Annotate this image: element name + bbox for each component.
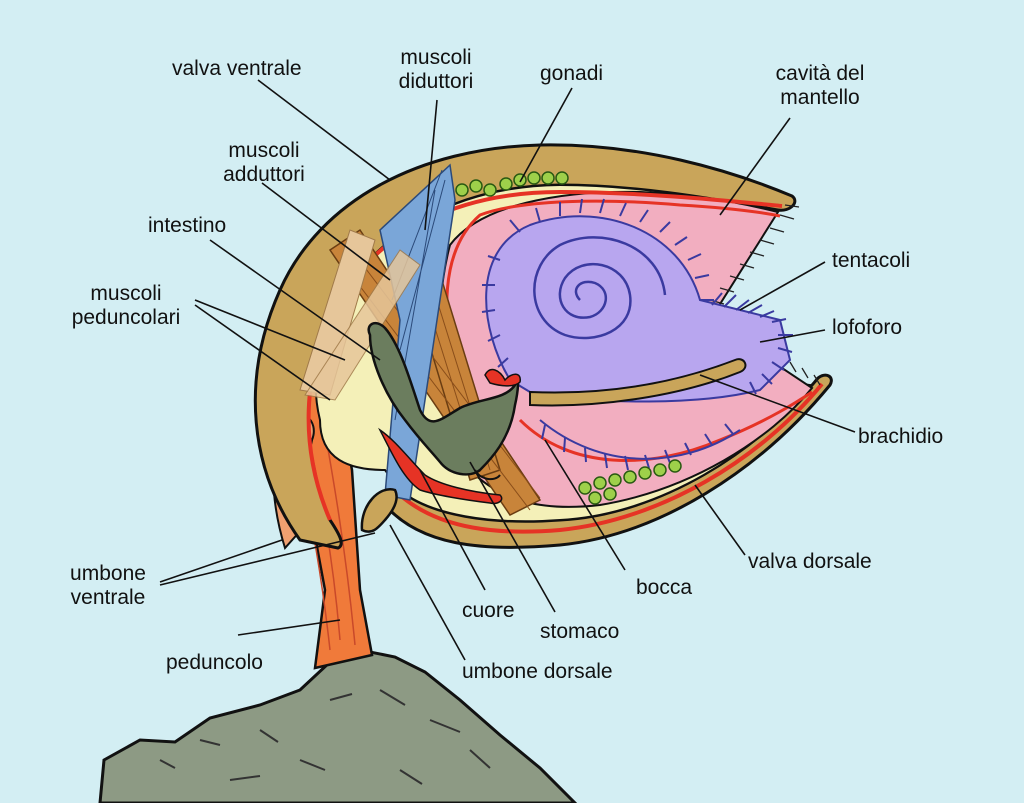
- label-muscoli-diduttori-line2: diduttori: [398, 70, 474, 93]
- label-muscoli-peduncolari-line1: muscoli: [90, 282, 162, 305]
- label-muscoli-diduttori: muscoli diduttori: [392, 46, 480, 94]
- label-valva-ventrale: valva ventrale: [172, 57, 302, 80]
- label-lofoforo: lofoforo: [832, 316, 903, 339]
- label-cuore: cuore: [462, 599, 515, 622]
- label-umbone-dorsale: umbone dorsale: [462, 660, 613, 683]
- dorsal-umbo: [360, 487, 398, 533]
- label-stomaco: stomaco: [540, 620, 620, 643]
- mouth: [484, 368, 521, 387]
- diductor-muscles: [379, 163, 456, 501]
- leader-lines: [159, 79, 856, 661]
- label-umbone-ventrale: umbone ventrale: [62, 562, 154, 610]
- label-brachidio: brachidio: [858, 425, 944, 448]
- brachidium: [529, 358, 747, 407]
- mantle-line-dorsal: [398, 382, 824, 534]
- label-umbone-ventrale-line2: ventrale: [70, 586, 146, 609]
- label-muscoli-adduttori-line2: adduttori: [223, 163, 305, 186]
- label-bocca: bocca: [636, 576, 693, 599]
- mantle-setae: [709, 204, 821, 386]
- label-cavita-mantello-line2: mantello: [780, 86, 860, 109]
- label-cavita-mantello-line1: cavità del: [775, 62, 865, 85]
- label-gonadi: gonadi: [540, 62, 604, 85]
- label-umbone-ventrale-line1: umbone: [70, 562, 146, 585]
- mantle-line-inner: [445, 199, 781, 381]
- lophophore: [481, 198, 793, 471]
- label-muscoli-peduncolari-line2: peduncolari: [71, 306, 181, 329]
- label-cavita-mantello: cavità del mantello: [760, 62, 880, 110]
- label-peduncolo: peduncolo: [166, 651, 263, 674]
- gonads: [455, 171, 682, 505]
- label-valva-dorsale: valva dorsale: [748, 550, 872, 573]
- label-muscoli-adduttori: muscoli adduttori: [218, 139, 310, 187]
- label-tentacoli: tentacoli: [832, 249, 911, 272]
- label-muscoli-peduncolari: muscoli peduncolari: [70, 282, 182, 330]
- label-intestino: intestino: [148, 214, 227, 237]
- label-muscoli-adduttori-line1: muscoli: [228, 139, 300, 162]
- label-muscoli-diduttori-line1: muscoli: [400, 46, 472, 69]
